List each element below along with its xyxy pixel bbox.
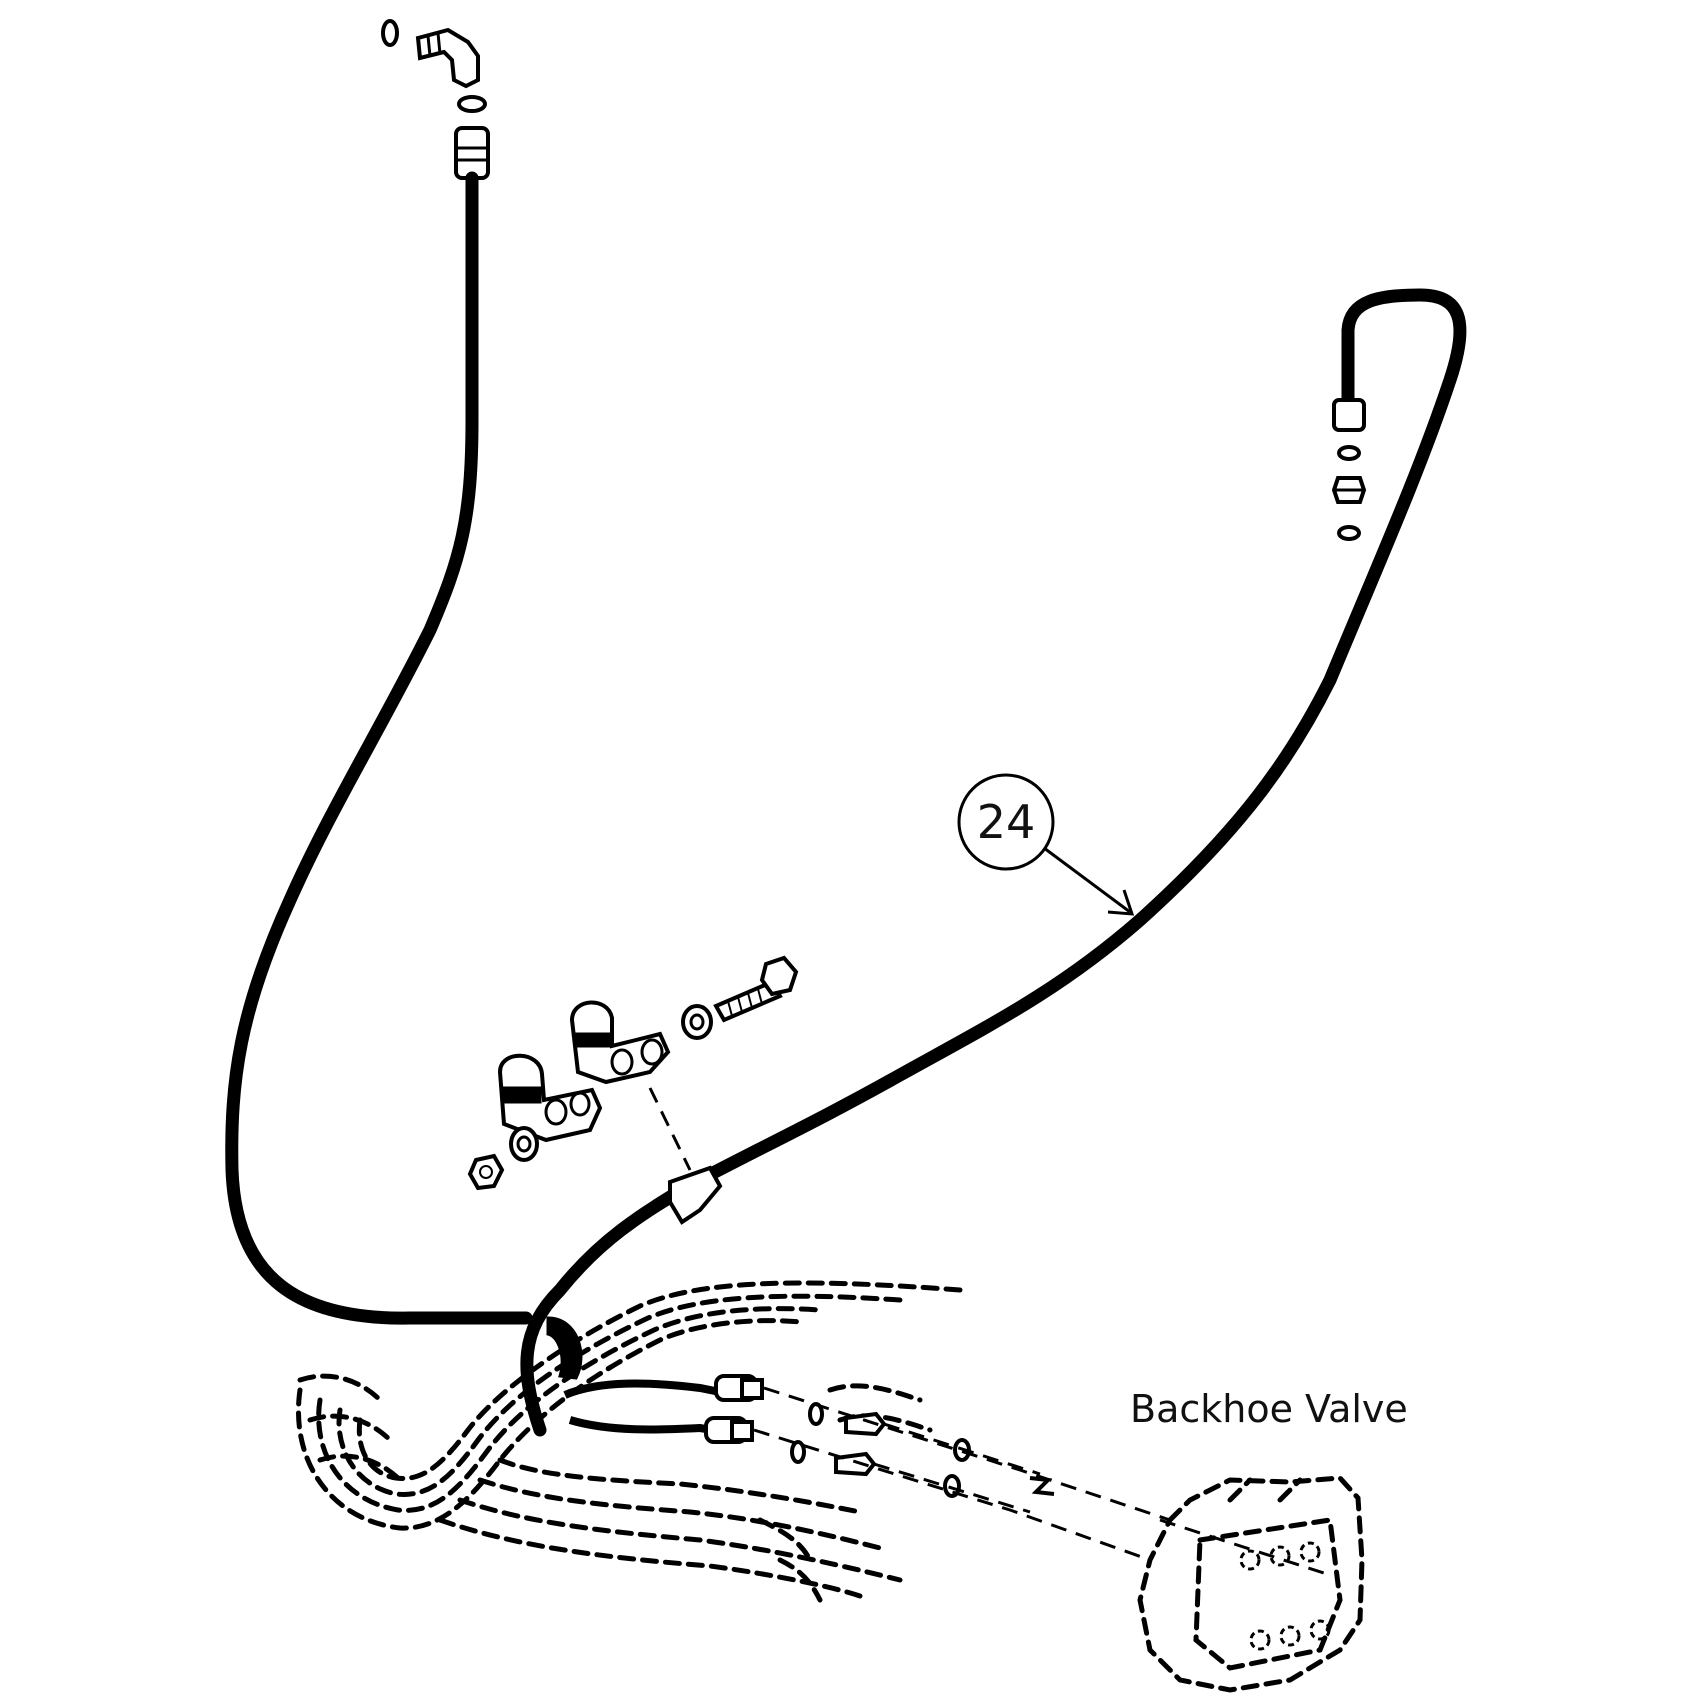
hose-clamp-collar <box>668 1165 723 1225</box>
clamp-upper <box>569 1000 671 1085</box>
o-ring-right-2 <box>1337 525 1361 541</box>
hose-end-fitting-right-group <box>1331 398 1367 541</box>
o-ring-top-left <box>381 19 399 47</box>
valve-hoses-solid <box>563 1374 764 1444</box>
elbow-fitting-top <box>381 19 490 180</box>
hose-loop <box>546 1316 583 1380</box>
bolt-head <box>759 955 799 997</box>
washer-lower <box>509 1126 539 1162</box>
hose-left <box>225 171 533 1325</box>
elbow-fitting <box>415 27 480 89</box>
o-ring-elbow <box>457 95 487 113</box>
backhoe-valve-label: Backhoe Valve <box>1130 1387 1408 1431</box>
washer-upper <box>681 1004 713 1040</box>
callout-arrowhead <box>1107 889 1135 916</box>
hose-right <box>520 288 1467 1437</box>
hose-end-fitting-right <box>1332 398 1366 432</box>
clamp-assembly <box>467 955 799 1225</box>
valve-fittings-ghost <box>753 1386 1171 1562</box>
callout-number: 24 <box>977 795 1036 849</box>
ghost-hose-bundle <box>296 1280 963 1603</box>
nut-lower <box>467 1153 505 1191</box>
clamp-lower <box>497 1053 603 1143</box>
clamp-leader-line <box>648 1087 692 1171</box>
callout-circle <box>957 773 1055 871</box>
backhoe-valve-body <box>1137 1475 1365 1693</box>
hose-end-fitting-top <box>454 126 490 180</box>
hex-bolt <box>713 979 783 1023</box>
callout-leader-arrow-line <box>1043 846 1131 914</box>
callout-24: 24 <box>957 773 1135 916</box>
bolt-thread-lines <box>727 988 763 1017</box>
o-ring-right-1 <box>1337 445 1361 461</box>
